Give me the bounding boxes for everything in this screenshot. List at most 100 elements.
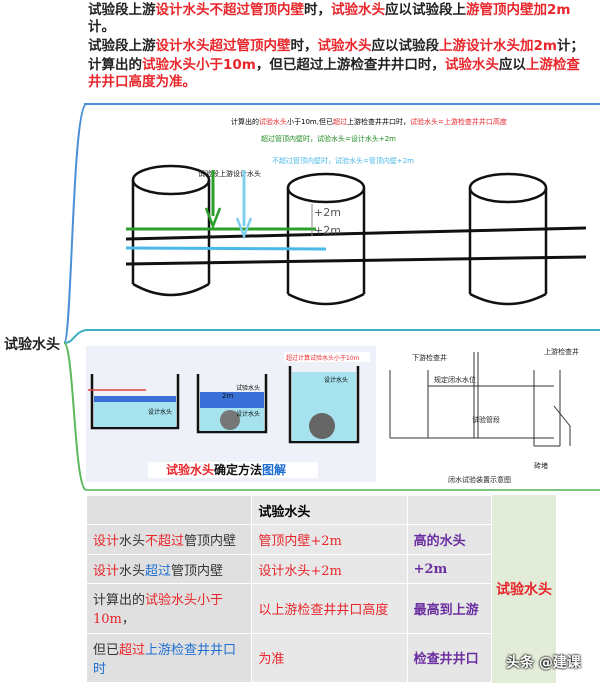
pipe-bottom-line: [125, 255, 587, 266]
green-arrow-icon: [204, 207, 222, 230]
text-run: 上游检查井井口时: [93, 642, 237, 677]
well-right: [468, 172, 548, 306]
downstream-well-label: 下游检查井: [412, 353, 447, 362]
upstream-well-label: 上游检查井: [544, 347, 579, 356]
text-run: 计算出的: [93, 593, 146, 609]
text-run: 计算出的: [231, 117, 259, 126]
text-run: 应以: [498, 57, 526, 73]
tank-2: 2m 试验水头 设计水头: [196, 374, 268, 434]
text-run: 试验水头: [259, 117, 287, 126]
table-cell: 但已超过上游检查井井口时: [85, 632, 253, 684]
tank-3: 超过计算试验水头小于10m 设计水头: [284, 352, 370, 444]
intro-text: 试验段上游设计水头不超过管顶内壁时，试验水头应以试验段上游管顶内壁加2m计。 试…: [88, 2, 588, 93]
text-run: 计。: [88, 19, 115, 35]
text-run: 超过: [333, 117, 347, 126]
diagram-wells-pipe: 计算出的试验水头小于10m,但已超过上游检查井井口时，试验水头=上游检查井井口高…: [86, 108, 596, 328]
tank2-2m-label: 2m: [222, 392, 233, 400]
table-cell: 设计水头+2m: [251, 553, 408, 585]
diagram1-line2: 超过管顶内壁时，试验水头=设计水头+2m: [261, 134, 396, 143]
table-header: 试验水头: [251, 494, 408, 526]
mark-plus2m-2: +2m: [314, 224, 341, 237]
text-run: 设计: [93, 563, 120, 579]
text-run: 超过: [145, 563, 172, 579]
table-row: 但已超过上游检查井井口时 为准 检查井井口: [85, 632, 493, 684]
text-run: 小于10m,但已: [287, 117, 333, 126]
table-cell: +2m: [406, 553, 493, 585]
table-cell: 计算出的试验水头小于10m，: [85, 583, 253, 634]
text-run: 试验水头: [317, 134, 345, 143]
diagram1-line3: 不超过管顶内壁时，试验水头=管顶内壁+2m: [272, 156, 414, 165]
text-run: 试验水头小于10m: [93, 593, 224, 628]
table-cell: 管顶内壁+2m: [251, 524, 408, 555]
text-run: 不超过: [145, 534, 185, 550]
test-pipe-label: 试验管段: [472, 415, 500, 424]
text-run: 设计水头不超过管顶内壁: [155, 2, 305, 18]
text-run: ，但已超过上游检查井井口时，: [255, 57, 445, 73]
tank2-test-label: 试验水头: [236, 384, 260, 392]
table-cell: 最高到上游: [406, 583, 493, 634]
text-run: 应以试验段: [371, 38, 440, 54]
text-run: 但已: [93, 642, 120, 658]
table-header-row: 试验水头: [85, 494, 493, 526]
text-run: 游管顶内壁加2m: [466, 2, 571, 18]
method-caption: 试验水头确定方法图解: [166, 462, 286, 477]
table-cell: 以上游检查井井口高度: [251, 583, 408, 634]
text-run: 管顶内壁: [171, 563, 224, 579]
text-run: 上游检查井井口高度为准。: [88, 57, 580, 90]
text-run: 试验水头: [444, 57, 499, 73]
table-cell: 检查井井口: [406, 632, 493, 684]
blue-arrow-icon: [235, 217, 253, 240]
table-cell: 高的水头: [406, 524, 493, 555]
water-level-label: 规定闭水水位: [434, 375, 476, 384]
tank2-design-label: 设计水头: [236, 410, 260, 418]
text-run: =设计水头+2m: [345, 134, 396, 143]
text-run: 时，: [304, 2, 331, 18]
text-run: 试验水头小于10m: [142, 57, 256, 73]
tank3-design-label: 设计水头: [324, 376, 348, 384]
watermark: 头条 @建课: [506, 655, 581, 671]
closed-water-svg: 下游检查井 上游检查井 规定闭水水位 试验管段 砖堵 闭水试验装置示意图: [389, 347, 579, 484]
rule-2: 试验段上游设计水头超过管顶内壁时，试验水头应以试验段上游设计水头加2m计；: [88, 38, 588, 55]
text-run: 设计: [93, 534, 120, 550]
well-left: [131, 164, 211, 297]
text-run: 试验水头: [410, 117, 438, 126]
tank-1: 设计水头: [88, 374, 180, 430]
well-middle: [286, 172, 366, 306]
rule-3: 计算出的试验水头小于10m，但已超过上游检查井井口时，试验水头应以上游检查井井口…: [88, 57, 588, 91]
diagram-method-illustration: 设计水头 2m 试验水头 设计水头 超过计算试验水头小于10m 设计水头 试验水…: [86, 346, 376, 482]
text-run: 上游设计水头加2m: [439, 38, 557, 54]
text-run: 设计水头超过管顶内壁: [155, 38, 291, 54]
summary-table: 试验水头 设计水头不超过管顶内壁 管顶内壁+2m 高的水头 设计水头超过管顶内壁…: [85, 494, 493, 684]
text-run: 水头: [119, 563, 146, 579]
root-node-label[interactable]: 试验水头: [4, 337, 60, 353]
text-run: 试验段上游: [88, 38, 156, 54]
diagram1-arrow-label: 试验段上游设计水头: [198, 169, 261, 178]
text-run: 应以试验段上: [385, 2, 466, 18]
table-row: 设计水头不超过管顶内壁 管顶内壁+2m 高的水头: [85, 524, 493, 555]
text-run: 水头: [119, 534, 146, 550]
text-run: 上游检查井井口时，: [347, 117, 410, 126]
wells-pipe-svg: 计算出的试验水头小于10m,但已超过上游检查井井口时，试验水头=上游检查井井口高…: [125, 117, 587, 306]
closed-water-caption: 闭水试验装置示意图: [448, 475, 511, 484]
diagram-closed-water-test: 下游检查井 上游检查井 规定闭水水位 试验管段 砖堵 闭水试验装置示意图: [384, 346, 594, 486]
summary-table-wrap: 试验水头 设计水头不超过管顶内壁 管顶内壁+2m 高的水头 设计水头超过管顶内壁…: [85, 494, 556, 685]
tank3-top-label: 超过计算试验水头小于10m: [286, 354, 360, 362]
table-cell: 设计水头不超过管顶内壁: [85, 524, 253, 555]
text-run: 超过: [119, 642, 146, 658]
text-run: =上游检查井井口高度: [438, 117, 507, 126]
table-cell: 设计水头超过管顶内壁: [85, 553, 253, 585]
diagram1-line1: 计算出的试验水头小于10m,但已超过上游检查井井口时，试验水头=上游检查井井口高…: [231, 117, 507, 126]
table-cell: 为准: [251, 632, 408, 684]
rule-1: 试验段上游设计水头不超过管顶内壁时，试验水头应以试验段上游管顶内壁加2m计。: [88, 2, 588, 36]
pipe-top-line: [125, 226, 587, 241]
table-row: 设计水头超过管顶内壁 设计水头+2m +2m: [85, 553, 493, 585]
intro-underline: [84, 103, 600, 105]
pipe-inner-line: [125, 246, 327, 251]
mark-plus2m-1: +2m: [314, 206, 341, 219]
text-run: 试验段上游: [88, 2, 156, 18]
table-side-label: 试验水头: [492, 495, 556, 683]
table-row: 计算出的试验水头小于10m， 以上游检查井井口高度 最高到上游: [85, 583, 493, 634]
text-run: 计；: [556, 38, 584, 54]
text-run: 试验水头: [317, 38, 372, 54]
